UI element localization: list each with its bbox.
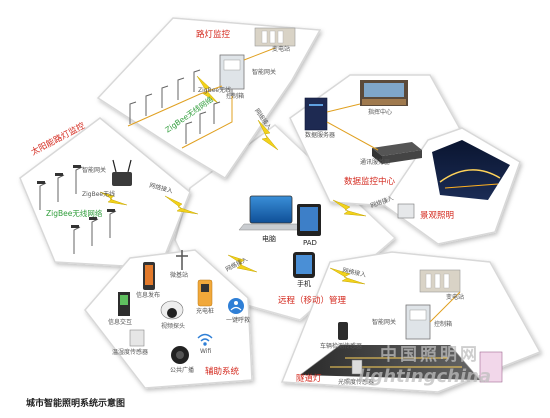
info-release-icon <box>143 262 155 290</box>
label-pad: PAD <box>303 239 317 247</box>
label-wifi: Wifi <box>200 348 212 355</box>
lightning-icon <box>329 267 366 285</box>
charging-pile-icon <box>197 279 213 307</box>
substation-building-bottom-icon <box>419 269 461 293</box>
power-line-top-2 <box>181 96 233 149</box>
label-zigbee-wireless-top: ZigBee无线 <box>198 87 232 94</box>
section-title-auxiliary: 辅助系统 <box>205 367 240 377</box>
tunnel-device-pink-icon <box>479 351 503 383</box>
lightning-icon <box>99 191 128 206</box>
label-substation-bottom: 变电站 <box>446 294 465 301</box>
video-camera-icon <box>160 300 184 320</box>
label-light-sensor: 光照度传感器 <box>338 379 375 386</box>
gateway-link-top <box>243 47 276 61</box>
network-link-icons <box>99 75 367 285</box>
street-light-panel <box>96 17 322 180</box>
label-micro-base: 微基站 <box>170 272 189 279</box>
label-data-server: 数据服务器 <box>305 132 336 139</box>
lightning-icon <box>227 254 258 273</box>
street-light-poles-top <box>129 69 221 144</box>
command-center-image <box>360 80 408 106</box>
section-title-tunnel: 隧道灯 <box>296 374 322 384</box>
label-vehicle-sensor: 车辆检测传感器 <box>320 343 363 350</box>
watermark-cn: 中国照明网 <box>380 345 480 365</box>
label-broadcast: 公共广播 <box>170 367 195 374</box>
lightning-icon <box>257 119 279 151</box>
label-env-sensor: 温湿度传感器 <box>112 349 149 356</box>
landscape-bridge-image <box>432 140 510 200</box>
label-phone: 手机 <box>297 280 311 288</box>
micro-base-icon <box>176 250 188 270</box>
label-comm-server: 通讯服务器 <box>360 159 391 166</box>
control-box-icon <box>219 54 245 96</box>
vehicle-sensor-icon <box>338 322 348 340</box>
landscape-controller-icon <box>397 203 415 219</box>
wifi-icon <box>197 333 213 346</box>
gateway-device-icon <box>112 159 132 186</box>
env-sensor-icon <box>129 329 145 347</box>
label-smart-gateway-bottom: 智能网关 <box>372 319 397 326</box>
label-substation-top: 变电站 <box>272 46 291 53</box>
laptop-icon <box>238 195 304 231</box>
pad-icon <box>297 204 321 236</box>
label-info-release: 信息发布 <box>136 292 161 299</box>
comm-server-icon <box>372 142 422 164</box>
label-zigbee-wireless-left: ZigBee无线 <box>82 191 116 198</box>
section-title-data-center: 数据监控中心 <box>344 177 396 187</box>
label-computer: 电脑 <box>262 235 276 243</box>
label-smart-gateway-top: 智能网关 <box>252 69 277 76</box>
label-charging-pile: 充电桩 <box>196 308 215 315</box>
label-one-key-call: 一键呼救 <box>226 317 251 324</box>
lightning-icon <box>332 199 367 217</box>
label-smart-gateway-left: 智能网关 <box>82 167 107 174</box>
section-title-remote: 远程（移动）管理 <box>278 296 347 306</box>
watermark-en: lightingchina <box>358 366 492 387</box>
light-sensor-icon <box>351 359 363 375</box>
data-server-icon <box>304 97 328 131</box>
data-center-link <box>326 103 379 151</box>
solar-light-panel <box>19 117 191 269</box>
section-title-street-light: 路灯监控 <box>196 30 231 40</box>
label-zigbee-network-left: ZigBee无线网络 <box>46 209 103 218</box>
label-control-box-bottom: 控制箱 <box>434 321 453 328</box>
tunnel-link <box>429 291 461 323</box>
broadcast-speaker-icon <box>171 346 189 364</box>
label-video-monitor: 视频探头 <box>161 323 186 330</box>
phone-icon <box>293 252 315 278</box>
one-key-call-icon <box>228 298 244 314</box>
section-title-landscape: 景观照明 <box>420 211 455 221</box>
solar-lamps <box>37 165 117 254</box>
label-control-box: 控制箱 <box>226 93 245 100</box>
label-info-interaction: 信息交互 <box>108 319 133 326</box>
power-line-top <box>127 85 223 127</box>
label-command-center: 指挥中心 <box>368 109 393 116</box>
info-interaction-icon <box>118 292 130 316</box>
diagram-title: 城市智能照明系统示意图 <box>26 399 126 409</box>
control-box-bottom-icon <box>405 304 431 340</box>
substation-building-icon <box>254 27 296 47</box>
lightning-icon <box>164 195 199 215</box>
